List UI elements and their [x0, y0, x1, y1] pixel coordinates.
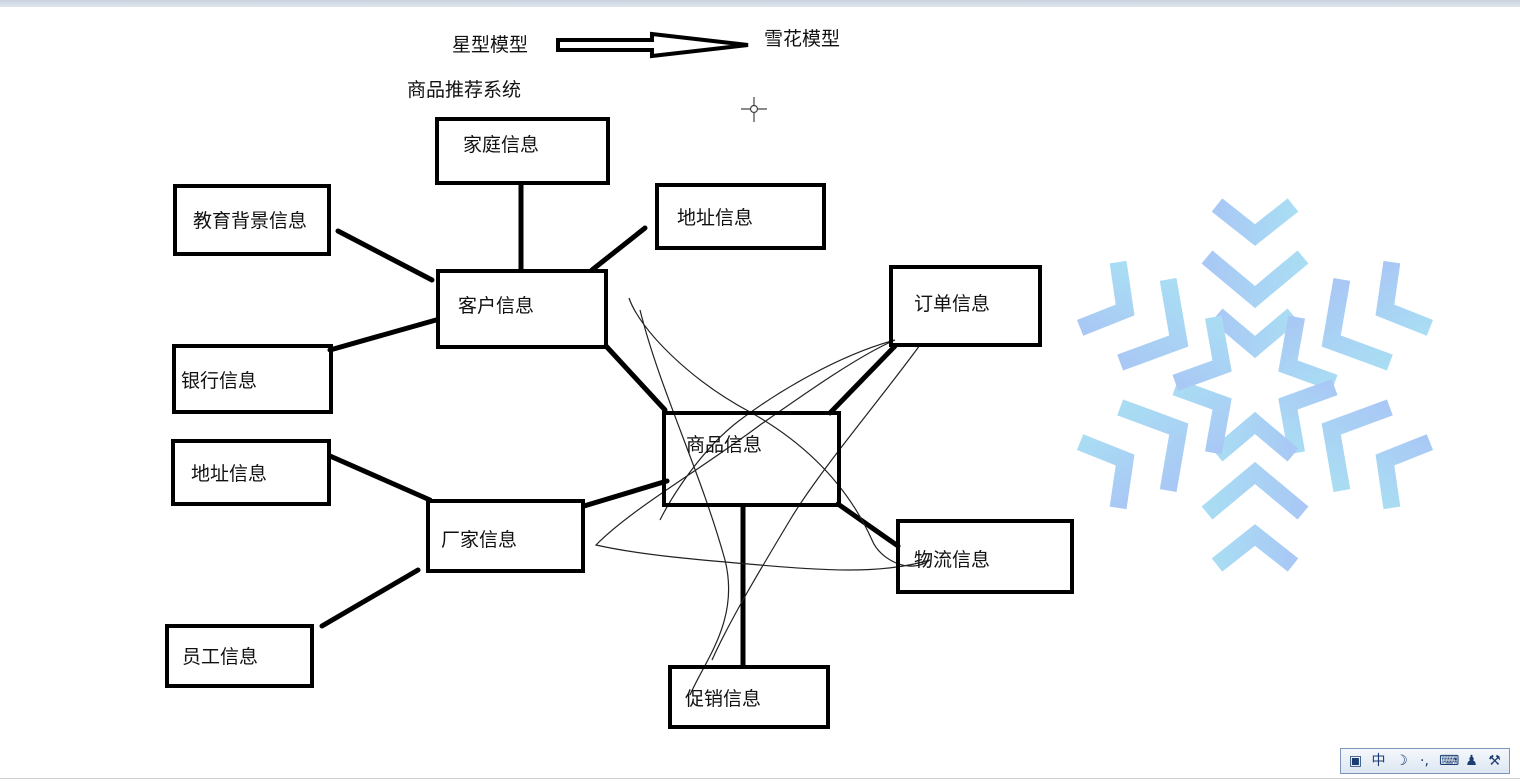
node-family: 家庭信息 [435, 117, 610, 185]
snowflake-icon [1065, 170, 1445, 600]
node-address-customer: 地址信息 [655, 183, 826, 250]
node-bank-label: 银行信息 [181, 370, 258, 392]
system-title: 商品推荐系统 [407, 79, 522, 101]
node-address-factory: 地址信息 [171, 439, 331, 506]
line-address-customer [589, 225, 648, 273]
node-address-customer-label: 地址信息 [677, 207, 754, 229]
arrow-icon [556, 31, 749, 59]
node-order-label: 订单信息 [914, 293, 991, 315]
punctuation-icon[interactable]: ·, [1420, 753, 1429, 769]
ime-toolbar[interactable]: ▣ 中 ☽ ·, ⌨ ♟ ⚒ [1340, 748, 1510, 774]
node-order: 订单信息 [889, 265, 1042, 347]
snowflake-model-label: 雪花模型 [764, 28, 841, 50]
moon-icon[interactable]: ☽ [1395, 753, 1408, 769]
node-education-label: 教育背景信息 [193, 210, 308, 232]
star-model-label: 星型模型 [452, 34, 529, 56]
window-top-bar [0, 0, 1520, 7]
node-address-factory-label: 地址信息 [191, 463, 268, 485]
node-factory: 厂家信息 [426, 499, 585, 573]
line-address-factory [327, 453, 433, 503]
ime-mode-toggle[interactable]: 中 [1371, 753, 1386, 769]
node-promotion: 促销信息 [668, 665, 830, 729]
node-employee: 员工信息 [165, 624, 314, 688]
node-logistics-label: 物流信息 [914, 549, 991, 571]
node-promotion-label: 促销信息 [685, 688, 762, 710]
line-employee-factory [319, 567, 421, 629]
window-bottom-border [0, 778, 1520, 779]
node-family-label: 家庭信息 [463, 134, 540, 156]
crosshair-cursor-icon [741, 97, 767, 122]
node-bank: 银行信息 [172, 344, 333, 414]
node-education: 教育背景信息 [173, 184, 331, 256]
line-bank-customer [327, 317, 439, 353]
node-customer-label: 客户信息 [458, 295, 535, 317]
node-customer: 客户信息 [436, 269, 608, 349]
logo-icon[interactable]: ▣ [1348, 753, 1363, 769]
wrench-icon[interactable]: ⚒ [1488, 753, 1501, 769]
line-product-logistics [835, 501, 901, 549]
line-customer-product [603, 343, 668, 413]
user-icon[interactable]: ♟ [1465, 753, 1478, 769]
scribble-star [594, 297, 931, 696]
keyboard-icon[interactable]: ⌨ [1439, 753, 1460, 769]
node-factory-label: 厂家信息 [441, 529, 518, 551]
node-product-label: 商品信息 [686, 434, 763, 456]
node-employee-label: 员工信息 [182, 646, 259, 668]
line-education-customer [335, 228, 435, 283]
node-logistics: 物流信息 [896, 519, 1074, 594]
line-factory-product [581, 478, 670, 509]
line-order-product [827, 343, 898, 416]
node-product: 商品信息 [662, 411, 841, 507]
